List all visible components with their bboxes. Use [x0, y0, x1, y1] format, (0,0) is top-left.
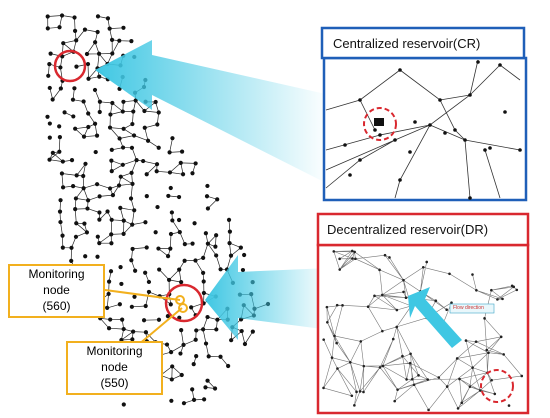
monitoring-node-550-line3: (550) [100, 376, 129, 390]
cr-reservoir-circle [363, 107, 397, 141]
cr-location-circle [53, 49, 87, 83]
cr-title-box [320, 26, 526, 60]
monitoring-leader-560 [104, 289, 181, 301]
callout-arrow-dr [205, 255, 330, 340]
dr-inset [316, 243, 530, 415]
monitoring-node-560-line2: node [43, 283, 70, 297]
dr-title: Decentralized reservoir(DR) [327, 222, 489, 237]
monitoring-leader-550 [137, 307, 183, 346]
monitoring-node-550-line1: Monitoring [86, 344, 143, 358]
dr-title-box [316, 212, 530, 247]
callout-arrow-cr [95, 40, 330, 185]
monitoring-node-560-line1: Monitoring [28, 267, 85, 281]
monitoring-node-550-box: Monitoring node (550) [66, 341, 163, 395]
dr-location-circle [164, 283, 204, 323]
flow-direction-label: Flow direction [453, 305, 484, 311]
flow-direction-arrow [408, 287, 462, 348]
monitoring-node-550-line2: node [101, 360, 128, 374]
cr-inset [322, 56, 528, 202]
monitoring-node-560-box: Monitoring node (560) [8, 264, 105, 318]
flow-direction-tag [449, 303, 495, 314]
cr-title: Centralized reservoir(CR) [333, 36, 481, 51]
dr-reservoir-circle [480, 369, 514, 403]
monitoring-node-560-line3: (560) [42, 299, 71, 313]
